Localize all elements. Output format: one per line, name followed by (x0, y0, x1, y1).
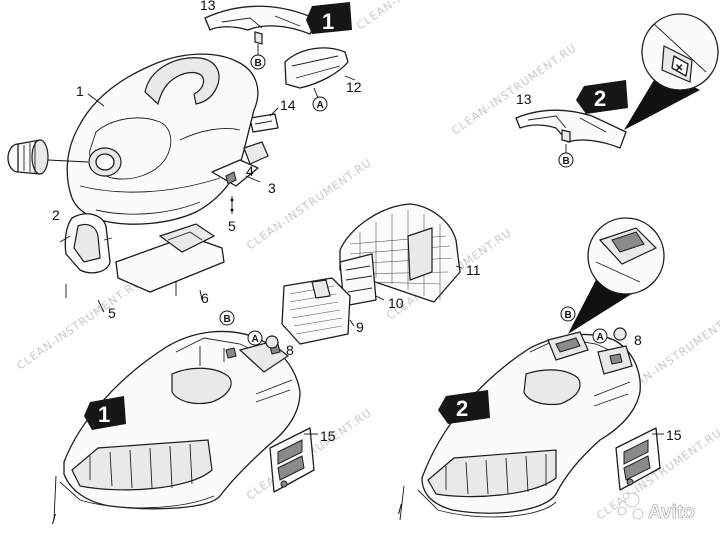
marker-b: B (224, 314, 231, 325)
marker-b: B (563, 156, 570, 167)
part-13-top-cover (204, 5, 319, 56)
callout-arrows: 1 2 2 1 (84, 2, 628, 430)
callout-label: 1 (322, 9, 334, 34)
circled-markers: B A B B A B A (219, 54, 627, 349)
detail-circle-latch-2 (568, 217, 665, 334)
avito-logo: Avito (617, 492, 695, 523)
part-number-15: 15 (320, 428, 336, 444)
part-number-6: 6 (201, 290, 209, 306)
part-number-5: 5 (108, 305, 116, 321)
part-9-motor-filter (281, 277, 355, 345)
watermark: CLEAN-INSTRUMENT.RU (14, 276, 144, 372)
part-number-8: 8 (286, 342, 294, 358)
part-14-label-plate (249, 107, 279, 133)
part-number-5: 5 (228, 218, 236, 234)
watermark: CLEAN-INSTRUMENT.RU (354, 0, 484, 32)
callout-1-base: 1 (84, 396, 126, 430)
part-1-upper-housing (66, 53, 259, 225)
avito-dots-icon (617, 492, 644, 520)
detail-circle-latch: ✕ (624, 13, 719, 130)
part-number-10: 10 (388, 295, 404, 311)
part-number-9: 9 (356, 319, 364, 335)
part-number-3: 3 (268, 180, 276, 196)
part-6-base-plate (97, 223, 225, 313)
part-number-1: 1 (76, 83, 84, 99)
part-number-7: / (398, 501, 402, 517)
part-4-3-latch (211, 141, 269, 214)
avito-logo-text: Avito (648, 502, 695, 523)
part-12-handle-cover (284, 47, 356, 99)
callout-2-top: 2 (576, 80, 628, 114)
part-15-control-panel-1 (269, 427, 318, 493)
part-number-2: 2 (52, 207, 60, 223)
part-number-13: 13 (200, 0, 216, 13)
marker-a: A (317, 100, 324, 111)
part-15-control-panel-2 (615, 427, 664, 491)
lower-base-1 (53, 330, 301, 521)
part-2-bracket (59, 213, 113, 298)
marker-a: A (597, 332, 604, 343)
callout-label: 1 (98, 402, 110, 427)
part-number-8: 8 (634, 332, 642, 348)
part-number-7: / (52, 511, 56, 527)
part-number-12: 12 (346, 79, 362, 95)
hose-connector (7, 139, 89, 175)
marker-b: B (255, 58, 262, 69)
part-number-13: 13 (516, 91, 532, 107)
lower-base-2 (399, 331, 641, 521)
x-mark-icon: ✕ (675, 63, 683, 74)
part-number-14: 14 (280, 97, 296, 113)
part-13-side-cover (515, 109, 627, 154)
part-number-labels: 13 12 14 1 4 3 5 2 6 5 11 10 9 8 15 13 8… (52, 0, 682, 527)
marker-b: B (565, 310, 572, 321)
marker-a: A (252, 334, 259, 345)
callout-label: 2 (456, 396, 468, 421)
callout-label: 2 (594, 86, 606, 111)
part-number-4: 4 (246, 163, 254, 179)
callout-1-top: 1 (306, 2, 352, 34)
part-number-15: 15 (666, 427, 682, 443)
part-number-11: 11 (466, 262, 481, 278)
callout-2-base: 2 (438, 390, 490, 424)
